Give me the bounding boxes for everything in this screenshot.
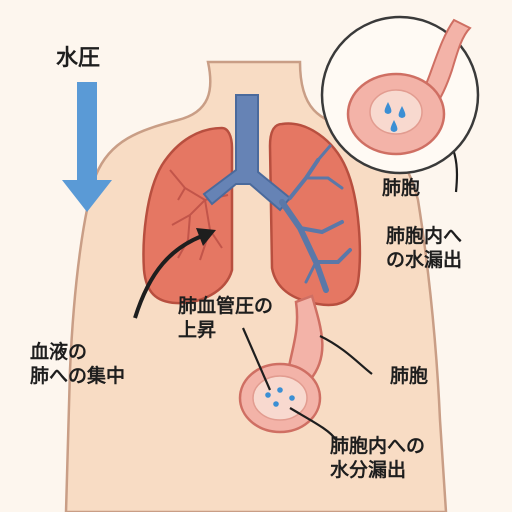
trachea bbox=[202, 94, 292, 212]
left-bronchial-tree bbox=[169, 169, 229, 261]
right-vessel-tree bbox=[279, 144, 352, 293]
leader-line-pressure bbox=[241, 327, 272, 391]
alveolus-top-label: 肺胞 bbox=[382, 177, 421, 199]
water-drop-icons bbox=[384, 102, 406, 132]
right-lung bbox=[268, 122, 362, 307]
water-leak-top-label: 肺胞内への水漏出 bbox=[386, 225, 463, 271]
blood-flow-arrow bbox=[133, 228, 216, 319]
water-pressure-label: 水圧 bbox=[56, 46, 101, 71]
blood-concentration-label: 血液の肺への集中 bbox=[30, 341, 126, 387]
alveolus-bottom-label: 肺胞 bbox=[390, 365, 429, 387]
pulmonary-pressure-label: 肺血管圧の上昇 bbox=[178, 295, 274, 341]
leader-line-leak-bottom bbox=[289, 407, 337, 441]
water-leak-bottom-label: 肺胞内への水分漏出 bbox=[330, 435, 426, 481]
water-pressure-arrow bbox=[62, 82, 112, 212]
alveolus-magnified-inset bbox=[320, 15, 480, 175]
leader-line-alveolus-bottom bbox=[319, 335, 373, 375]
water-droplets-lower bbox=[265, 387, 295, 407]
